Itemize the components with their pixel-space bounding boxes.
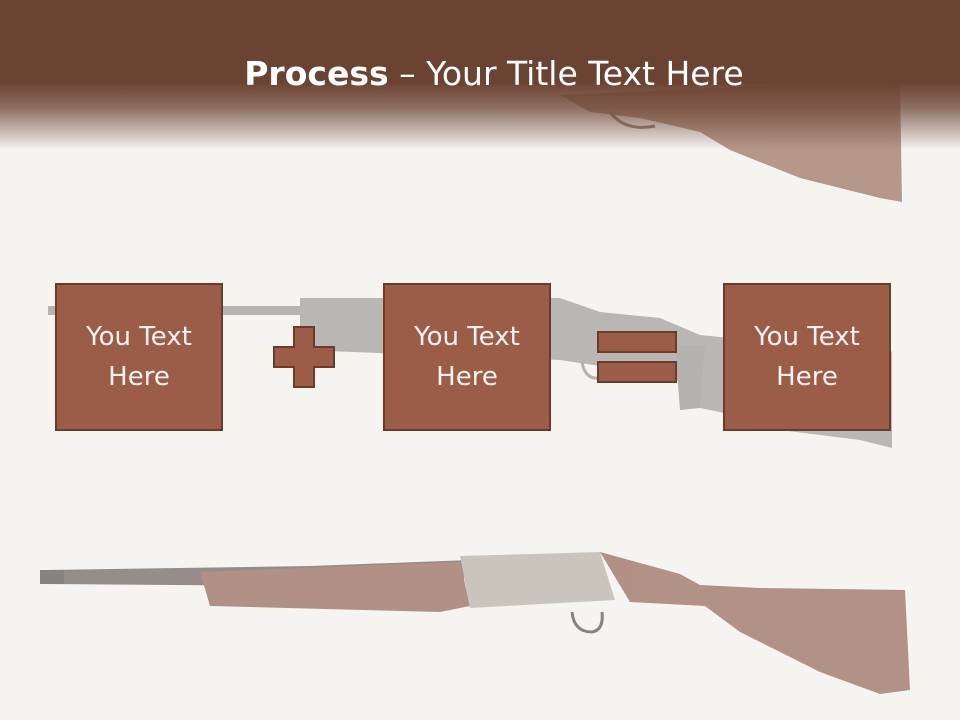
title-dash: – bbox=[388, 54, 427, 93]
bottom-rifle bbox=[40, 552, 910, 694]
process-box-3-label: You Text Here bbox=[754, 322, 860, 392]
title-bar: Process – Your Title Text Here bbox=[0, 0, 960, 150]
process-box-2-label: You Text Here bbox=[414, 322, 520, 392]
equals-icon bbox=[597, 331, 677, 383]
process-box-1[interactable]: You Text Here bbox=[55, 283, 223, 431]
process-box-3[interactable]: You Text Here bbox=[723, 283, 891, 431]
process-box-2[interactable]: You Text Here bbox=[383, 283, 551, 431]
slide-title: Process – Your Title Text Here bbox=[0, 52, 960, 96]
title-rest: Your Title Text Here bbox=[426, 54, 744, 93]
process-box-1-label: You Text Here bbox=[86, 322, 192, 392]
title-bold: Process bbox=[244, 54, 389, 93]
plus-icon bbox=[273, 326, 335, 388]
